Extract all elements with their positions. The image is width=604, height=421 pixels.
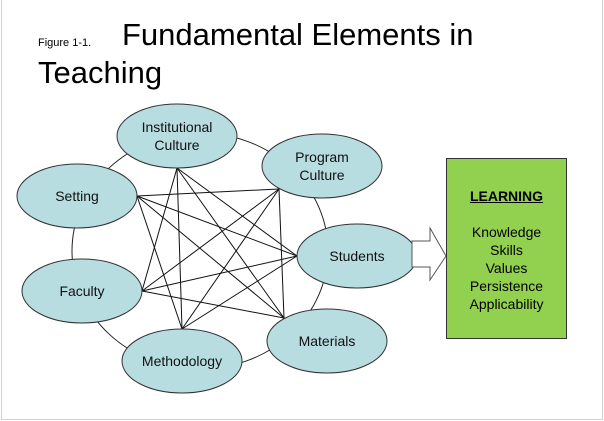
- node-label: Materials: [299, 333, 356, 349]
- connection-line: [181, 188, 280, 330]
- figure-label: Figure 1-1.: [38, 37, 92, 49]
- connection-line: [136, 195, 285, 319]
- connection-line: [136, 195, 183, 330]
- connection-line: [278, 188, 285, 319]
- node-ellipse: [21, 258, 143, 324]
- connection-line: [141, 188, 280, 292]
- node-ellipse: [16, 163, 138, 229]
- connection-line: [181, 255, 298, 330]
- node-label: Culture: [299, 167, 344, 183]
- node-students: Students: [296, 223, 418, 289]
- outcome-item: Skills: [490, 242, 523, 258]
- node-label: Culture: [154, 137, 199, 153]
- outcome-item: Applicability: [469, 296, 544, 312]
- node-label: Faculty: [59, 283, 104, 299]
- connection-line: [141, 290, 285, 319]
- outcome-item: Knowledge: [471, 224, 542, 240]
- connection-line: [136, 195, 298, 257]
- title-line-1: Fundamental Elements in: [122, 17, 474, 52]
- node-faculty: Faculty: [21, 258, 143, 324]
- arrow-icon: [411, 226, 447, 282]
- node-label: Setting: [55, 188, 99, 204]
- node-label: Students: [329, 248, 384, 264]
- node-ellipse: [116, 103, 238, 169]
- node-methodology: Methodology: [121, 328, 243, 394]
- learning-heading: LEARNING: [469, 188, 544, 204]
- node-label: Program: [295, 149, 349, 165]
- node-label: Methodology: [142, 353, 222, 369]
- node-setting: Setting: [16, 163, 138, 229]
- node-ellipse: [261, 133, 383, 199]
- outcome-item: Persistence: [469, 278, 544, 294]
- connection-line: [176, 167, 183, 330]
- connection-line: [141, 255, 298, 292]
- node-ellipse: [121, 328, 243, 394]
- outcome-item: Values: [485, 260, 528, 276]
- node-ellipse: [266, 308, 388, 374]
- learning-outcome-box: LEARNING Knowledge Skills Values Persist…: [446, 158, 567, 339]
- connection-line: [136, 188, 280, 197]
- connection-line: [176, 167, 298, 257]
- title-line-2: Teaching: [38, 55, 163, 90]
- connection-line: [141, 167, 178, 292]
- node-materials: Materials: [266, 308, 388, 374]
- node-label: Institutional: [142, 119, 213, 135]
